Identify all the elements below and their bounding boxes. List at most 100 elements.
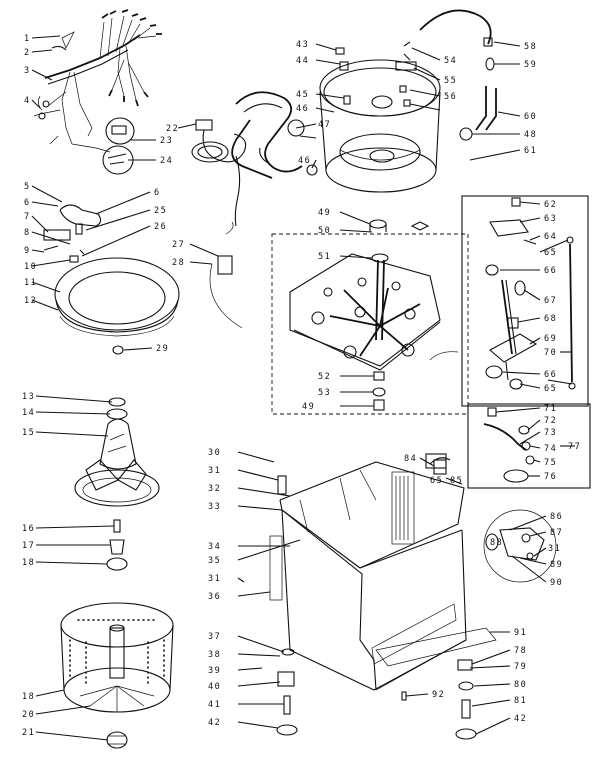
callout-85: 85 (450, 476, 463, 486)
callout-46: 46 (296, 104, 309, 114)
callout-29: 29 (156, 344, 169, 354)
callout-70: 70 (544, 348, 557, 358)
callout-33: 33 (208, 502, 221, 512)
callout-61: 61 (524, 146, 537, 156)
callout-25: 25 (154, 206, 167, 216)
callout-28: 28 (172, 258, 185, 268)
hose-58-drawing (419, 9, 493, 47)
hub-assembly-frame (271, 233, 469, 415)
callout-49: 49 (302, 402, 315, 412)
switch-27-28-drawing (209, 221, 243, 329)
callout-69: 69 (544, 334, 557, 344)
callout-4: 4 (24, 96, 31, 106)
callout-42: 42 (208, 718, 221, 728)
callout-91: 91 (514, 628, 527, 638)
callout-89: 89 (550, 560, 563, 570)
callout-88: 88 (490, 538, 503, 548)
callout-66: 66 (544, 266, 557, 276)
cabinet-drawing (269, 453, 497, 740)
callout-39: 39 (208, 666, 221, 676)
callout-53: 53 (318, 388, 331, 398)
callout-58: 58 (524, 42, 537, 52)
callout-65: 65 (430, 476, 443, 486)
callout-31: 31 (548, 544, 561, 554)
callout-72: 72 (544, 416, 557, 426)
callout-67: 67 (544, 296, 557, 306)
callout-26: 26 (154, 222, 167, 232)
callout-31: 31 (208, 466, 221, 476)
callout-51: 51 (318, 252, 331, 262)
connector-23-drawing (105, 117, 135, 145)
callout-90: 90 (550, 578, 563, 588)
callout-74: 74 (544, 444, 557, 454)
callout-38: 38 (208, 650, 221, 660)
brake-box-frame (467, 403, 591, 489)
power-cord-drawing (191, 119, 247, 227)
callout-1: 1 (24, 34, 31, 44)
callout-6: 6 (24, 198, 31, 208)
callout-16: 16 (22, 524, 35, 534)
callout-15: 15 (22, 428, 35, 438)
callout-84: 84 (404, 454, 417, 464)
callout-65: 65 (544, 248, 557, 258)
callout-73: 73 (544, 428, 557, 438)
callout-22: 22 (166, 124, 179, 134)
callout-40: 40 (208, 682, 221, 692)
callout-8: 8 (24, 228, 31, 238)
callout-87: 87 (550, 528, 563, 538)
callout-66: 66 (544, 370, 557, 380)
callout-81: 81 (514, 696, 527, 706)
callout-24: 24 (160, 156, 173, 166)
callout-3: 3 (24, 66, 31, 76)
callout-21: 21 (22, 728, 35, 738)
callout-78: 78 (514, 646, 527, 656)
callout-41: 41 (208, 700, 221, 710)
callout-59: 59 (524, 60, 537, 70)
callout-20: 20 (22, 710, 35, 720)
basket-drawing (60, 602, 174, 749)
callout-6: 6 (154, 188, 161, 198)
callout-34: 34 (208, 542, 221, 552)
callout-55: 55 (444, 76, 457, 86)
callout-76: 76 (544, 472, 557, 482)
linkage-box-frame (461, 195, 589, 407)
callout-48: 48 (524, 130, 537, 140)
agitator-drawing (74, 397, 160, 507)
callout-27: 27 (172, 240, 185, 250)
callout-62: 62 (544, 200, 557, 210)
leader-lines (31, 35, 575, 741)
callout-18: 18 (22, 558, 35, 568)
callout-75: 75 (544, 458, 557, 468)
callout-47: 47 (318, 120, 331, 130)
callout-numbers: 1 2 3 4 5 6 6 7 8 9 10 11 12 13 14 15 16… (22, 34, 580, 738)
callout-68: 68 (544, 314, 557, 324)
callout-49: 49 (318, 208, 331, 218)
tub-ring-drawing (43, 204, 180, 355)
linkage-assembly-drawing (485, 197, 576, 390)
callout-50: 50 (318, 226, 331, 236)
callout-2: 2 (24, 48, 31, 58)
callout-11: 11 (24, 278, 37, 288)
callout-12: 12 (24, 296, 37, 306)
drain-hose-drawing (231, 91, 318, 179)
outer-tub-drawing (319, 41, 441, 193)
callout-54: 54 (444, 56, 457, 66)
callout-13: 13 (22, 392, 35, 402)
callout-23: 23 (160, 136, 173, 146)
callout-52: 52 (318, 372, 331, 382)
callout-37: 37 (208, 632, 221, 642)
callout-14: 14 (22, 408, 35, 418)
callout-56: 56 (444, 92, 457, 102)
callout-32: 32 (208, 484, 221, 494)
callout-43: 43 (296, 40, 309, 50)
callout-31: 31 (208, 574, 221, 584)
callout-46: 46 (298, 156, 311, 166)
callout-65: 65 (544, 384, 557, 394)
callout-44: 44 (296, 56, 309, 66)
callout-92: 92 (432, 690, 445, 700)
callout-71: 71 (544, 404, 557, 414)
callout-7: 7 (24, 212, 31, 222)
motor-drawing (429, 457, 557, 583)
callout-30: 30 (208, 448, 221, 458)
